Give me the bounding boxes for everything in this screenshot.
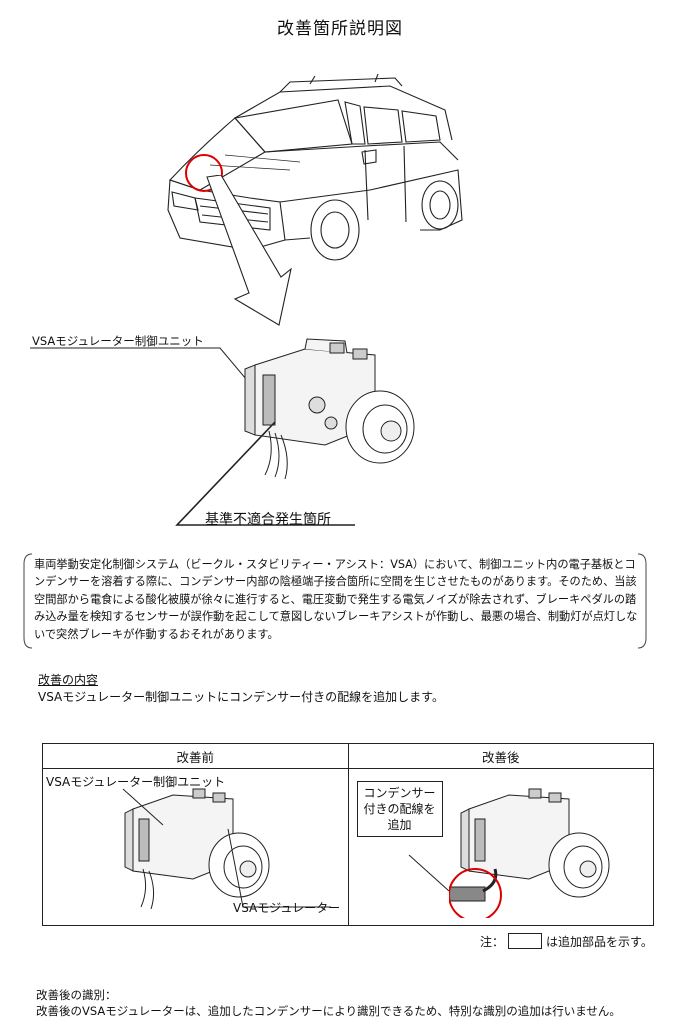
after-cell: コンデンサー 付きの配線を 追加 xyxy=(347,768,654,926)
before-unit-label: VSAモジュレーター制御ユニット xyxy=(46,775,226,789)
callout-line-3: 追加 xyxy=(387,818,412,832)
defect-location-label: 基準不適合発生箇所 xyxy=(205,512,331,528)
comparison-table: 改善前 改善後 VSAモジュレーター制御ユニット xyxy=(42,743,654,926)
note-suffix: は追加部品を示す。 xyxy=(546,935,653,949)
description-brackets xyxy=(23,553,647,649)
improvement-heading: 改善の内容 xyxy=(38,673,99,687)
callout-line-2: 付きの配線を xyxy=(363,802,436,816)
after-module-illustration xyxy=(448,788,609,918)
highlight-circle xyxy=(185,154,223,192)
added-part-circle xyxy=(448,868,502,918)
identification-heading: 改善後の識別： xyxy=(36,988,117,1002)
callout-line-1: コンデンサー xyxy=(363,786,436,800)
before-leader-lines xyxy=(122,788,331,908)
added-wiring-callout: コンデンサー 付きの配線を 追加 xyxy=(356,781,443,837)
description-text: 車両挙動安定化制御システム（ビークル・スタビリティー・アシスト：VSA）において… xyxy=(34,558,638,641)
improvement-text: VSAモジュレーター制御ユニットにコンデンサー付きの配線を追加します。 xyxy=(38,690,444,704)
unit-label: VSAモジュレーター制御ユニット xyxy=(32,334,204,348)
before-cell: VSAモジュレーター制御ユニット xyxy=(42,768,349,926)
after-leader-line xyxy=(408,854,449,892)
pointer-arrow xyxy=(206,175,292,326)
after-header: 改善後 xyxy=(347,743,654,769)
added-part-legend-box xyxy=(508,933,543,949)
identification-text: 改善後のVSAモジュレーターは、追加したコンデンサーにより識別できるため、特別な… xyxy=(36,1004,621,1018)
before-header: 改善前 xyxy=(42,743,349,769)
legend-note: 注： は追加部品を示す。 xyxy=(480,933,653,950)
before-modulator-label: VSAモジュレーター xyxy=(233,901,341,915)
page-title: 改善箇所説明図 xyxy=(277,19,403,39)
vsa-module-illustration xyxy=(244,338,415,480)
note-prefix: 注： xyxy=(480,935,505,949)
before-module-illustration xyxy=(124,788,270,910)
defect-leader-line xyxy=(175,421,355,526)
